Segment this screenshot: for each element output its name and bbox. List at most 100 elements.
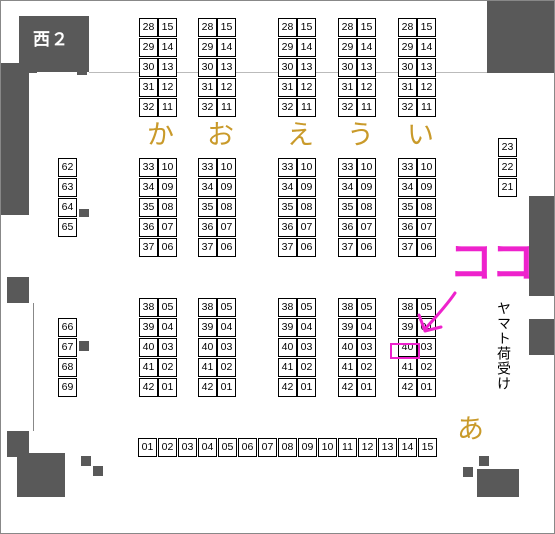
booth-cell: 39 [398,318,417,337]
left-pillar-upper [1,63,29,215]
booth-cell: 12 [297,78,316,97]
booth-cell: 35 [198,198,217,217]
booth-cell: 64 [58,198,77,217]
booth-cell: 02 [158,358,177,377]
booth-cell: 31 [278,78,297,97]
booth-cell: 33 [278,158,297,177]
left-pillar-lower [7,277,29,303]
booth-cell: 15 [418,438,437,457]
booth-cell: 34 [278,178,297,197]
booth-cell: 05 [217,298,236,317]
booth-cell: 42 [398,378,417,397]
booth-cell: 13 [297,58,316,77]
booth-cell: 28 [338,18,357,37]
booth-cell: 04 [217,318,236,337]
booth-cell: 68 [58,358,77,377]
booth-cell: 32 [338,98,357,117]
booth-cell: 03 [357,338,376,357]
booth-cell: 33 [198,158,217,177]
left-pillar-base [17,453,65,497]
booth-cell: 42 [278,378,297,397]
booth-cell: 02 [297,358,316,377]
booth-cell: 13 [158,58,177,77]
row-label-e: え [287,120,314,151]
booth-cell: 06 [158,238,177,257]
booth-cell: 04 [297,318,316,337]
booth-cell: 31 [139,78,158,97]
booth-cell: 04 [158,318,177,337]
booth-cell: 37 [139,238,158,257]
hall-sign-block [19,16,89,72]
booth-cell: 09 [417,178,436,197]
booth-cell: 11 [338,438,357,457]
booth-cell: 15 [158,18,177,37]
booth-cell: 29 [338,38,357,57]
booth-cell: 01 [138,438,157,457]
booth-cell: 08 [217,198,236,217]
booth-cell: 28 [198,18,217,37]
booth-cell: 36 [338,218,357,237]
booth-cell: 32 [398,98,417,117]
booth-cell: 30 [398,58,417,77]
wall-stub-7 [479,456,489,466]
booth-cell: 31 [198,78,217,97]
left-pillar-notch [29,63,37,73]
booth-cell: 63 [58,178,77,197]
booth-cell: 15 [357,18,376,37]
booth-cell: 34 [139,178,158,197]
booth-cell: 01 [297,378,316,397]
booth-cell: 35 [278,198,297,217]
booth-cell: 13 [217,58,236,77]
row-label-ka: か [147,120,174,151]
booth-cell: 15 [217,18,236,37]
booth-cell: 34 [398,178,417,197]
booth-cell: 04 [357,318,376,337]
booth-cell: 35 [338,198,357,217]
booth-cell: 38 [398,298,417,317]
booth-cell: 12 [217,78,236,97]
wall-stub-2 [81,456,91,466]
booth-cell: 11 [158,98,177,117]
row-label-i: い [407,120,434,151]
booth-cell: 15 [297,18,316,37]
booth-cell: 06 [357,238,376,257]
booth-cell: 36 [398,218,417,237]
booth-cell: 02 [217,358,236,377]
booth-cell: 14 [158,38,177,57]
booth-cell: 08 [297,198,316,217]
booth-cell: 29 [278,38,297,57]
right-pillar-lower [529,319,554,355]
booth-cell: 03 [417,338,436,357]
wall-stub-4 [79,209,89,217]
wall-stub-1 [77,67,87,75]
booth-cell: 39 [139,318,158,337]
booth-cell: 13 [357,58,376,77]
wall-stub-6 [463,467,473,477]
booth-cell: 62 [58,158,77,177]
row-label-a: あ [457,414,484,445]
booth-cell: 09 [298,438,317,457]
booth-cell: 40 [139,338,158,357]
booth-cell: 41 [139,358,158,377]
booth-cell: 01 [158,378,177,397]
booth-cell: 13 [378,438,397,457]
booth-cell: 11 [217,98,236,117]
booth-cell: 21 [498,178,517,197]
booth-cell: 41 [278,358,297,377]
booth-cell: 30 [278,58,297,77]
booth-cell: 06 [238,438,257,457]
booth-cell: 35 [398,198,417,217]
booth-cell: 10 [158,158,177,177]
right-pillar-base [477,469,519,497]
row-label-u: う [347,120,374,151]
booth-cell: 28 [278,18,297,37]
booth-cell: 05 [158,298,177,317]
booth-cell: 09 [357,178,376,197]
booth-cell: 29 [398,38,417,57]
booth-cell: 35 [139,198,158,217]
booth-cell: 14 [398,438,417,457]
booth-cell: 02 [357,358,376,377]
booth-cell: 03 [178,438,197,457]
booth-cell: 05 [297,298,316,317]
booth-cell: 40 [278,338,297,357]
